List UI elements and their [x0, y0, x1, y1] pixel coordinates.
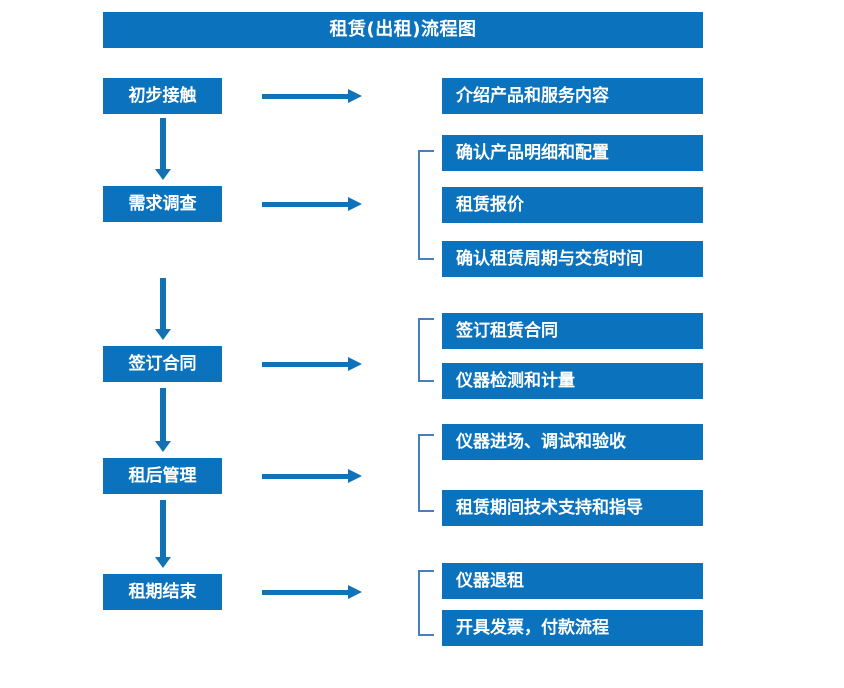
- vertical-arrow-2: [155, 278, 171, 340]
- horizontal-arrow-5: [262, 585, 362, 599]
- stage-box-4[interactable]: 租后管理: [103, 458, 222, 494]
- detail-box-1-1[interactable]: 介绍产品和服务内容: [442, 78, 703, 114]
- group-bracket-3: [418, 318, 434, 382]
- page-title: 租赁(出租)流程图: [103, 12, 703, 48]
- detail-box-2-1[interactable]: 确认产品明细和配置: [442, 135, 703, 171]
- group-bracket-5: [418, 570, 434, 636]
- detail-box-5-2[interactable]: 开具发票，付款流程: [442, 610, 703, 646]
- vertical-arrow-1: [155, 118, 171, 180]
- detail-box-3-1[interactable]: 签订租赁合同: [442, 313, 703, 349]
- horizontal-arrow-1: [262, 89, 362, 103]
- vertical-arrow-4: [155, 500, 171, 568]
- detail-box-4-1[interactable]: 仪器进场、调试和验收: [442, 424, 703, 460]
- detail-box-5-1[interactable]: 仪器退租: [442, 563, 703, 599]
- vertical-arrow-3: [155, 388, 171, 452]
- horizontal-arrow-3: [262, 357, 362, 371]
- horizontal-arrow-4: [262, 469, 362, 483]
- detail-box-2-2[interactable]: 租赁报价: [442, 187, 703, 223]
- detail-box-2-3[interactable]: 确认租赁周期与交货时间: [442, 241, 703, 277]
- stage-box-1[interactable]: 初步接触: [103, 78, 222, 114]
- detail-box-4-2[interactable]: 租赁期间技术支持和指导: [442, 490, 703, 526]
- stage-box-2[interactable]: 需求调查: [103, 186, 222, 222]
- stage-box-3[interactable]: 签订合同: [103, 346, 222, 382]
- horizontal-arrow-2: [262, 197, 362, 211]
- group-bracket-4: [418, 434, 434, 512]
- detail-box-3-2[interactable]: 仪器检测和计量: [442, 363, 703, 399]
- group-bracket-2: [418, 150, 434, 260]
- stage-box-5[interactable]: 租期结束: [103, 574, 222, 610]
